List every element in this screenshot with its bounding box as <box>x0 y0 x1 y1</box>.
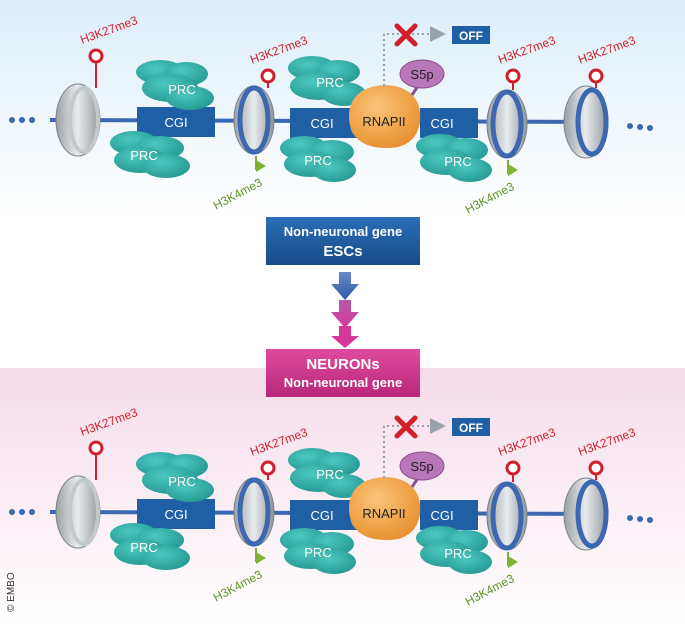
cgi-box: CGI <box>420 108 478 138</box>
prc-label: PRC <box>304 153 331 168</box>
transition-arrow <box>331 272 359 348</box>
cgi-label: CGI <box>164 507 187 522</box>
dna-dot <box>647 517 653 523</box>
rnapii-polymerase: RNAPII <box>349 477 421 540</box>
prc-label: PRC <box>168 82 195 97</box>
dna-dot <box>29 509 35 515</box>
prc-label: PRC <box>316 467 343 482</box>
dna-dot <box>647 125 653 131</box>
cgi-label: CGI <box>310 116 333 131</box>
prc-complex: PRC <box>280 136 356 182</box>
nucleosome <box>233 85 275 155</box>
prc-complex: PRC <box>136 60 214 110</box>
prc-complex: PRC <box>110 131 190 178</box>
neuron-state-line2: Non-neuronal gene <box>284 375 402 390</box>
dna-dot <box>29 117 35 123</box>
off-badge: OFF <box>452 26 490 44</box>
cgi-label: CGI <box>310 508 333 523</box>
nucleosome <box>486 481 528 551</box>
prc-label: PRC <box>304 545 331 560</box>
prc-complex: PRC <box>280 528 356 574</box>
esc-state-box: Non-neuronal gene ESCs <box>266 217 420 265</box>
off-label: OFF <box>459 421 483 435</box>
prc-complex: PRC <box>416 526 492 574</box>
s5p-phosphorylation: S5p <box>399 451 445 488</box>
prc-label: PRC <box>316 75 343 90</box>
rnapii-label: RNAPII <box>362 506 405 521</box>
x-mark-icon <box>394 415 418 439</box>
rnapii-polymerase: RNAPII <box>349 85 421 148</box>
dna-dot <box>9 509 15 515</box>
dna-dot <box>637 516 643 522</box>
prc-label: PRC <box>444 154 471 169</box>
s5p-label: S5p <box>410 459 433 474</box>
dna-dot <box>19 117 25 123</box>
dna-dot <box>19 509 25 515</box>
prc-complex: PRC <box>110 523 190 570</box>
cgi-label: CGI <box>430 508 453 523</box>
dna-dot <box>637 124 643 130</box>
dna-dot <box>627 515 633 521</box>
dna-dot <box>627 123 633 129</box>
transcription-blocked-arrow <box>383 418 446 478</box>
s5p-phosphorylation: S5p <box>399 59 445 96</box>
prc-label: PRC <box>444 546 471 561</box>
off-badge: OFF <box>452 418 490 436</box>
nucleosome <box>563 477 609 551</box>
cgi-box: CGI <box>420 500 478 530</box>
cgi-label: CGI <box>430 116 453 131</box>
off-label: OFF <box>459 29 483 43</box>
cgi-label: CGI <box>164 115 187 130</box>
prc-label: PRC <box>130 148 157 163</box>
prc-complex: PRC <box>288 56 366 106</box>
x-mark-icon <box>394 23 418 47</box>
nucleosome <box>55 475 101 549</box>
cgi-box: CGI <box>137 499 215 529</box>
cgi-box: CGI <box>137 107 215 137</box>
nucleosome <box>233 477 275 547</box>
nucleosome <box>55 83 101 157</box>
prc-complex: PRC <box>416 134 492 182</box>
esc-state-line2: ESCs <box>323 243 362 260</box>
rnapii-label: RNAPII <box>362 114 405 129</box>
neuron-state-box: NEURONs Non-neuronal gene <box>266 349 420 397</box>
s5p-label: S5p <box>410 67 433 82</box>
nucleosome <box>563 85 609 159</box>
neuron-state-line1: NEURONs <box>306 356 379 373</box>
prc-label: PRC <box>130 540 157 555</box>
prc-complex: PRC <box>136 452 214 502</box>
copyright-notice: © EMBO <box>6 572 17 612</box>
nucleosome <box>486 89 528 159</box>
prc-label: PRC <box>168 474 195 489</box>
transcription-blocked-arrow <box>383 26 446 86</box>
esc-state-line1: Non-neuronal gene <box>284 224 402 239</box>
dna-dot <box>9 117 15 123</box>
